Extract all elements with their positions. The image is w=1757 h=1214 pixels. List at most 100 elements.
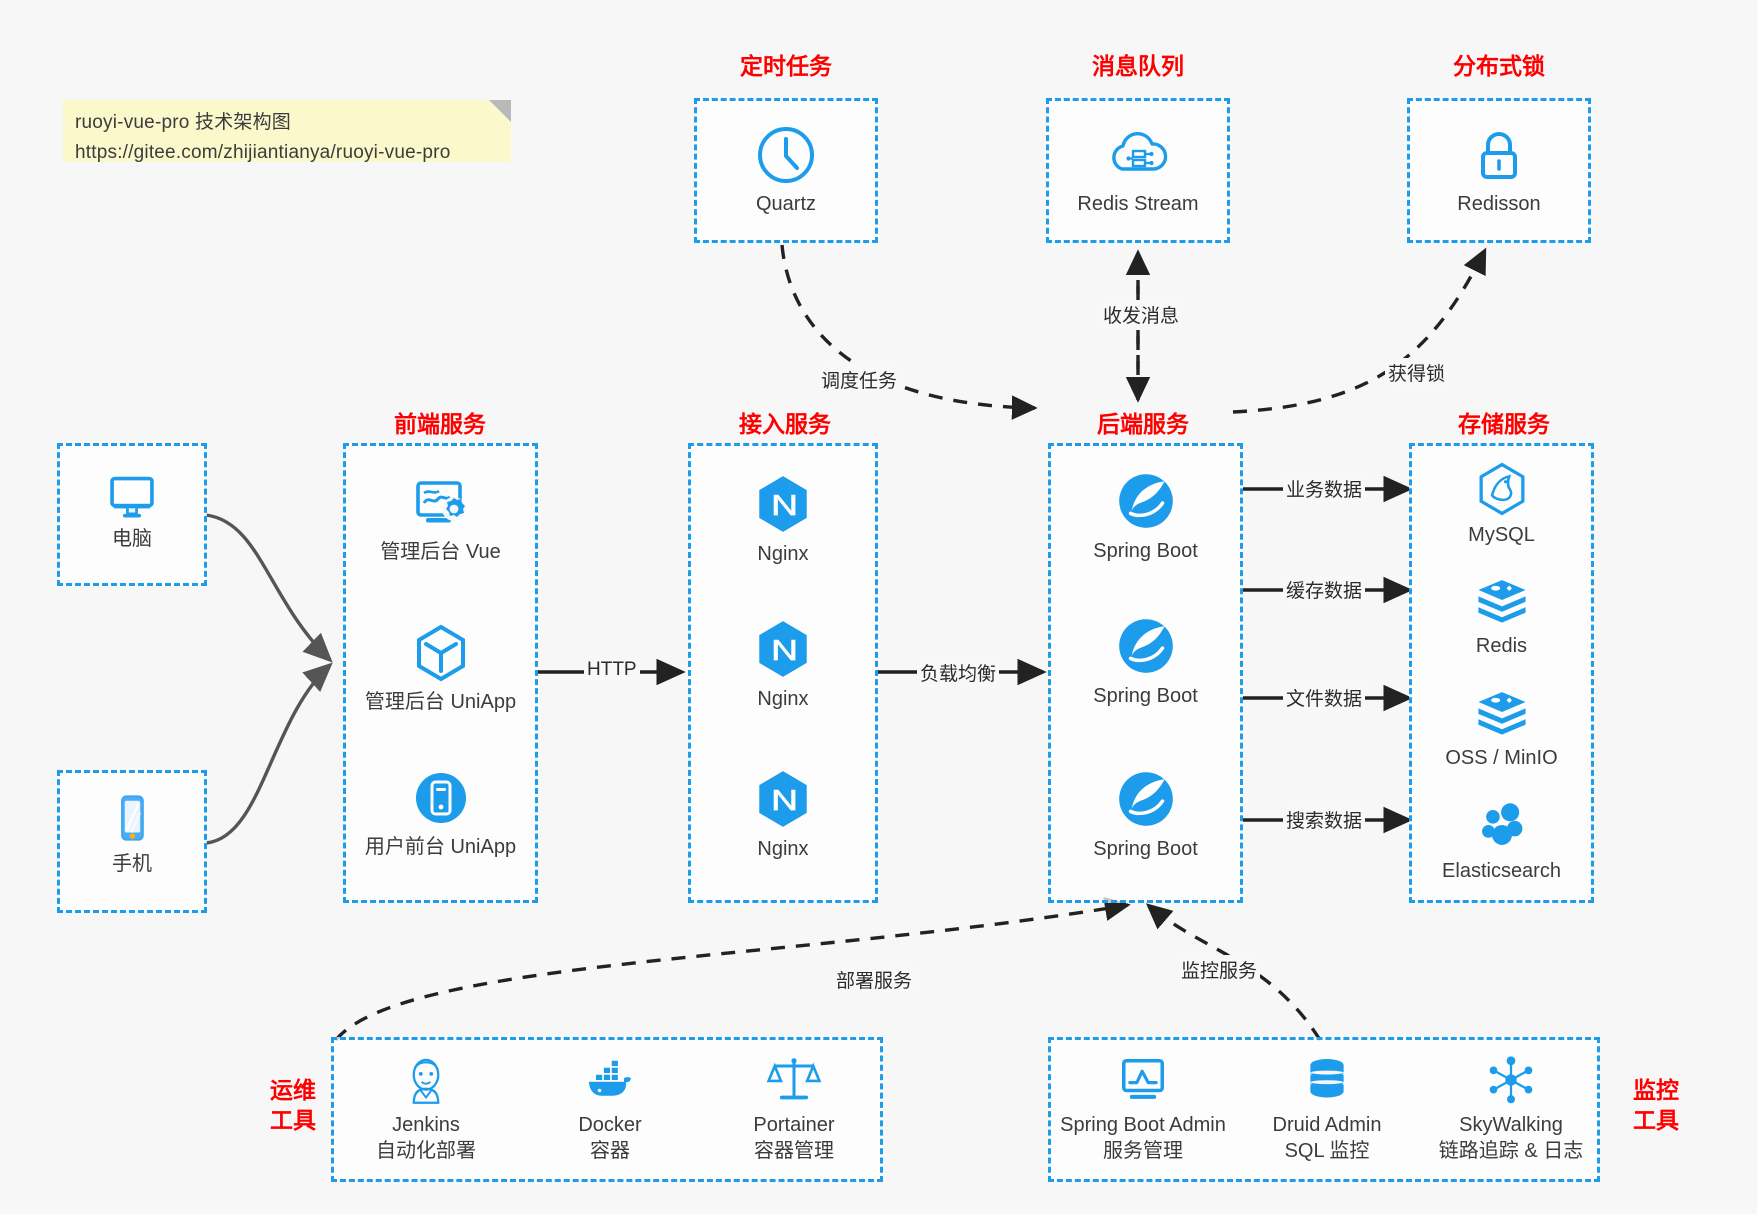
node-admin-vue[interactable]: 管理后台 Vue [346, 471, 535, 565]
node-label: Spring Boot Admin [1060, 1114, 1226, 1136]
edge-label-cache-data: 缓存数据 [1283, 575, 1366, 604]
group-box-storage: MySQL Redis OSS / MinIO [1409, 443, 1594, 903]
lock-icon [1481, 132, 1517, 179]
group-box-gateway: Nginx Nginx Nginx [688, 443, 878, 903]
node-sublabel: 服务管理 [1103, 1140, 1183, 1162]
node-label: SkyWalking [1459, 1114, 1563, 1136]
node-quartz[interactable]: Quartz [697, 123, 875, 217]
node-label: Quartz [755, 193, 817, 215]
group-title-mq: 消息队列 [1092, 53, 1184, 79]
edge-label-http: HTTP [584, 658, 640, 682]
cube-icon [416, 624, 465, 682]
node-label: Jenkins [392, 1114, 460, 1136]
node-sublabel: 容器管理 [754, 1140, 834, 1162]
group-box-monitoring: Spring Boot Admin 服务管理 Druid Admin SQL 监… [1048, 1037, 1600, 1182]
node-spring-boot-2[interactable]: Spring Boot [1051, 613, 1240, 709]
group-box-scheduler: Quartz [694, 98, 878, 243]
monitor-chart-icon [1122, 1059, 1164, 1099]
devops-title-line1: 运维 [270, 1077, 316, 1103]
node-druid-admin[interactable]: Druid Admin SQL 监控 [1235, 1052, 1419, 1164]
scales-icon [766, 1058, 822, 1100]
node-oss-minio[interactable]: OSS / MinIO [1412, 683, 1591, 771]
edge-label-search-data: 搜索数据 [1283, 805, 1366, 834]
group-title-backend: 后端服务 [1097, 411, 1189, 437]
node-sublabel: 链路追踪 & 日志 [1438, 1140, 1584, 1162]
node-redis-stream[interactable]: Redis Stream [1049, 123, 1227, 217]
node-label: 用户前台 UniApp [364, 836, 517, 858]
node-spring-boot-3[interactable]: Spring Boot [1051, 766, 1240, 862]
edge-label-schedule: 调度任务 [818, 365, 901, 394]
node-admin-uniapp[interactable]: 管理后台 UniApp [346, 621, 535, 715]
node-user-uniapp[interactable]: 用户前台 UniApp [346, 766, 535, 860]
group-box-backend: Spring Boot Spring Boot Spring Boot [1048, 443, 1243, 903]
edge-label-get-lock: 获得锁 [1385, 358, 1449, 387]
node-label: Nginx [757, 688, 809, 710]
node-spring-boot-1[interactable]: Spring Boot [1051, 468, 1240, 564]
skywalking-icon [1489, 1056, 1533, 1104]
node-label: MySQL [1468, 524, 1535, 546]
node-label: Redis [1475, 635, 1528, 657]
edge-label-mq-message: 收发消息 [1100, 300, 1183, 329]
diagram-note: ruoyi-vue-pro 技术架构图 https://gitee.com/zh… [63, 100, 511, 163]
note-fold-corner [489, 100, 511, 122]
node-redisson[interactable]: Redisson [1410, 123, 1588, 217]
group-title-gateway: 接入服务 [739, 411, 831, 437]
devops-title-line2: 工具 [270, 1107, 316, 1133]
node-label: Redisson [1457, 193, 1541, 215]
group-title-devops: 运维 工具 [258, 1075, 328, 1135]
nginx-icon [759, 476, 807, 532]
edge-label-file-data: 文件数据 [1283, 683, 1366, 712]
group-title-frontend: 前端服务 [394, 411, 486, 437]
group-title-storage: 存储服务 [1458, 411, 1550, 437]
group-title-monitoring: 监控 工具 [1616, 1075, 1696, 1135]
node-label: Spring Boot [1093, 540, 1198, 562]
spring-boot-icon [1118, 772, 1173, 826]
group-box-lock: Redisson [1407, 98, 1591, 243]
jenkins-icon [412, 1058, 440, 1104]
node-label: Druid Admin [1272, 1114, 1382, 1136]
elasticsearch-icon [1481, 803, 1522, 845]
node-label: Elasticsearch [1442, 860, 1561, 882]
desktop-icon [110, 476, 154, 518]
node-sublabel: SQL 监控 [1284, 1140, 1370, 1162]
node-desktop[interactable]: 电脑 [60, 464, 204, 552]
node-sublabel: 自动化部署 [376, 1140, 476, 1162]
node-nginx-2[interactable]: Nginx [691, 616, 875, 712]
node-label: OSS / MinIO [1445, 747, 1558, 769]
node-portainer[interactable]: Portainer 容器管理 [702, 1052, 886, 1164]
node-elasticsearch[interactable]: Elasticsearch [1412, 796, 1591, 884]
group-box-mq: Redis Stream [1046, 98, 1230, 243]
node-label: 管理后台 Vue [380, 541, 501, 563]
node-label: Spring Boot [1093, 685, 1198, 707]
oss-minio-icon [1477, 692, 1526, 735]
node-label: Portainer [753, 1114, 835, 1136]
node-nginx-3[interactable]: Nginx [691, 766, 875, 862]
node-label: Docker [578, 1114, 642, 1136]
nginx-icon [759, 771, 807, 827]
node-redis[interactable]: Redis [1412, 571, 1591, 659]
edge-label-biz-data: 业务数据 [1283, 474, 1366, 503]
node-label: Nginx [757, 543, 809, 565]
note-url-line: https://gitee.com/zhijiantianya/ruoyi-vu… [75, 142, 451, 163]
group-box-frontend: 管理后台 Vue 管理后台 UniApp 用户前台 UniApp [343, 443, 538, 903]
docker-icon [589, 1060, 631, 1096]
node-docker[interactable]: Docker 容器 [518, 1052, 702, 1164]
dashboard-gear-icon [415, 481, 466, 523]
node-mobile[interactable]: 手机 [60, 789, 204, 877]
nginx-icon [759, 621, 807, 677]
cloud-stream-icon [1112, 132, 1168, 171]
node-label: Redis Stream [1077, 193, 1199, 215]
note-title-line: ruoyi-vue-pro 技术架构图 [75, 112, 292, 133]
group-box-client-desktop: 电脑 [57, 443, 207, 586]
node-skywalking[interactable]: SkyWalking 链路追踪 & 日志 [1419, 1052, 1603, 1164]
node-jenkins[interactable]: Jenkins 自动化部署 [334, 1052, 518, 1164]
clock-icon [758, 127, 814, 183]
node-nginx-1[interactable]: Nginx [691, 471, 875, 567]
node-label: 手机 [112, 853, 152, 875]
spring-boot-icon [1118, 619, 1173, 673]
node-label: Nginx [757, 838, 809, 860]
redis-icon [1477, 580, 1526, 623]
node-spring-boot-admin[interactable]: Spring Boot Admin 服务管理 [1051, 1052, 1235, 1164]
spring-boot-icon [1118, 474, 1173, 528]
node-mysql[interactable]: MySQL [1412, 460, 1591, 548]
